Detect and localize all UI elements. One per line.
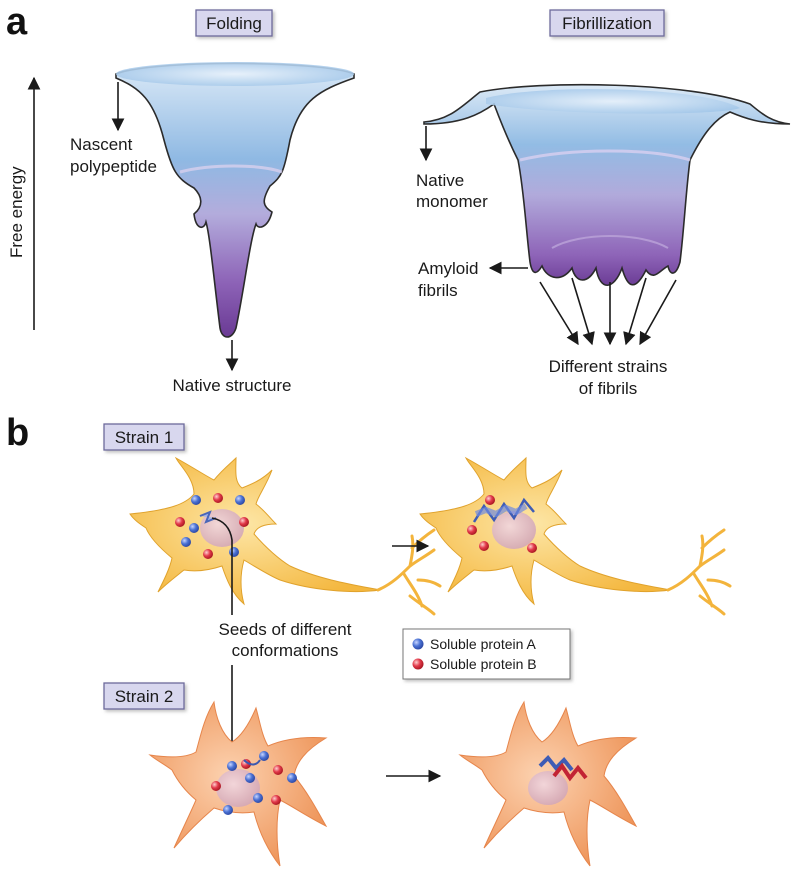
fibrillization-title: Fibrillization — [562, 14, 652, 33]
amyloid-label-1: Amyloid — [418, 259, 478, 278]
strain-arrows — [539, 277, 677, 346]
strain2-label: Strain 2 — [115, 687, 174, 706]
nascent-label-1: Nascent — [70, 135, 133, 154]
panel-b-letter: b — [6, 412, 29, 454]
seeds-label-1: Seeds of different — [219, 620, 352, 639]
fibrillization-title-box: Fibrillization — [549, 9, 665, 37]
strain1-box: Strain 1 — [103, 423, 185, 451]
legend-protein-b-label: Soluble protein B — [430, 656, 537, 672]
nascent-label-2: polypeptide — [70, 157, 157, 176]
neuron-strain1-after — [419, 456, 732, 616]
native-monomer-label-2: monomer — [416, 192, 488, 211]
native-monomer-label-1: Native — [416, 171, 464, 190]
free-energy-label: Free energy — [7, 166, 26, 258]
legend-protein-a-label: Soluble protein A — [430, 636, 537, 652]
neuron-strain2-after — [458, 700, 638, 867]
panel-a-letter: a — [6, 1, 28, 43]
amyloid-label-2: fibrils — [418, 281, 458, 300]
folding-funnel — [115, 62, 355, 338]
fibrillization-funnel — [423, 83, 791, 287]
folding-title: Folding — [206, 14, 262, 33]
legend-protein-b-marker — [412, 658, 424, 670]
legend-protein-a-marker — [412, 638, 424, 650]
strain1-label: Strain 1 — [115, 428, 174, 447]
legend — [402, 628, 571, 680]
seed-pointer-1 — [211, 517, 233, 615]
seeds-label-2: conformations — [232, 641, 339, 660]
strains-label-2: of fibrils — [579, 379, 638, 398]
neuron-strain1-before — [129, 456, 442, 616]
strains-label-1: Different strains — [549, 357, 668, 376]
neuron-strain2-before — [148, 700, 328, 867]
strain2-box: Strain 2 — [103, 682, 185, 710]
free-energy-axis: Free energy — [7, 76, 41, 330]
native-structure-label: Native structure — [172, 376, 291, 395]
folding-title-box: Folding — [195, 9, 273, 37]
